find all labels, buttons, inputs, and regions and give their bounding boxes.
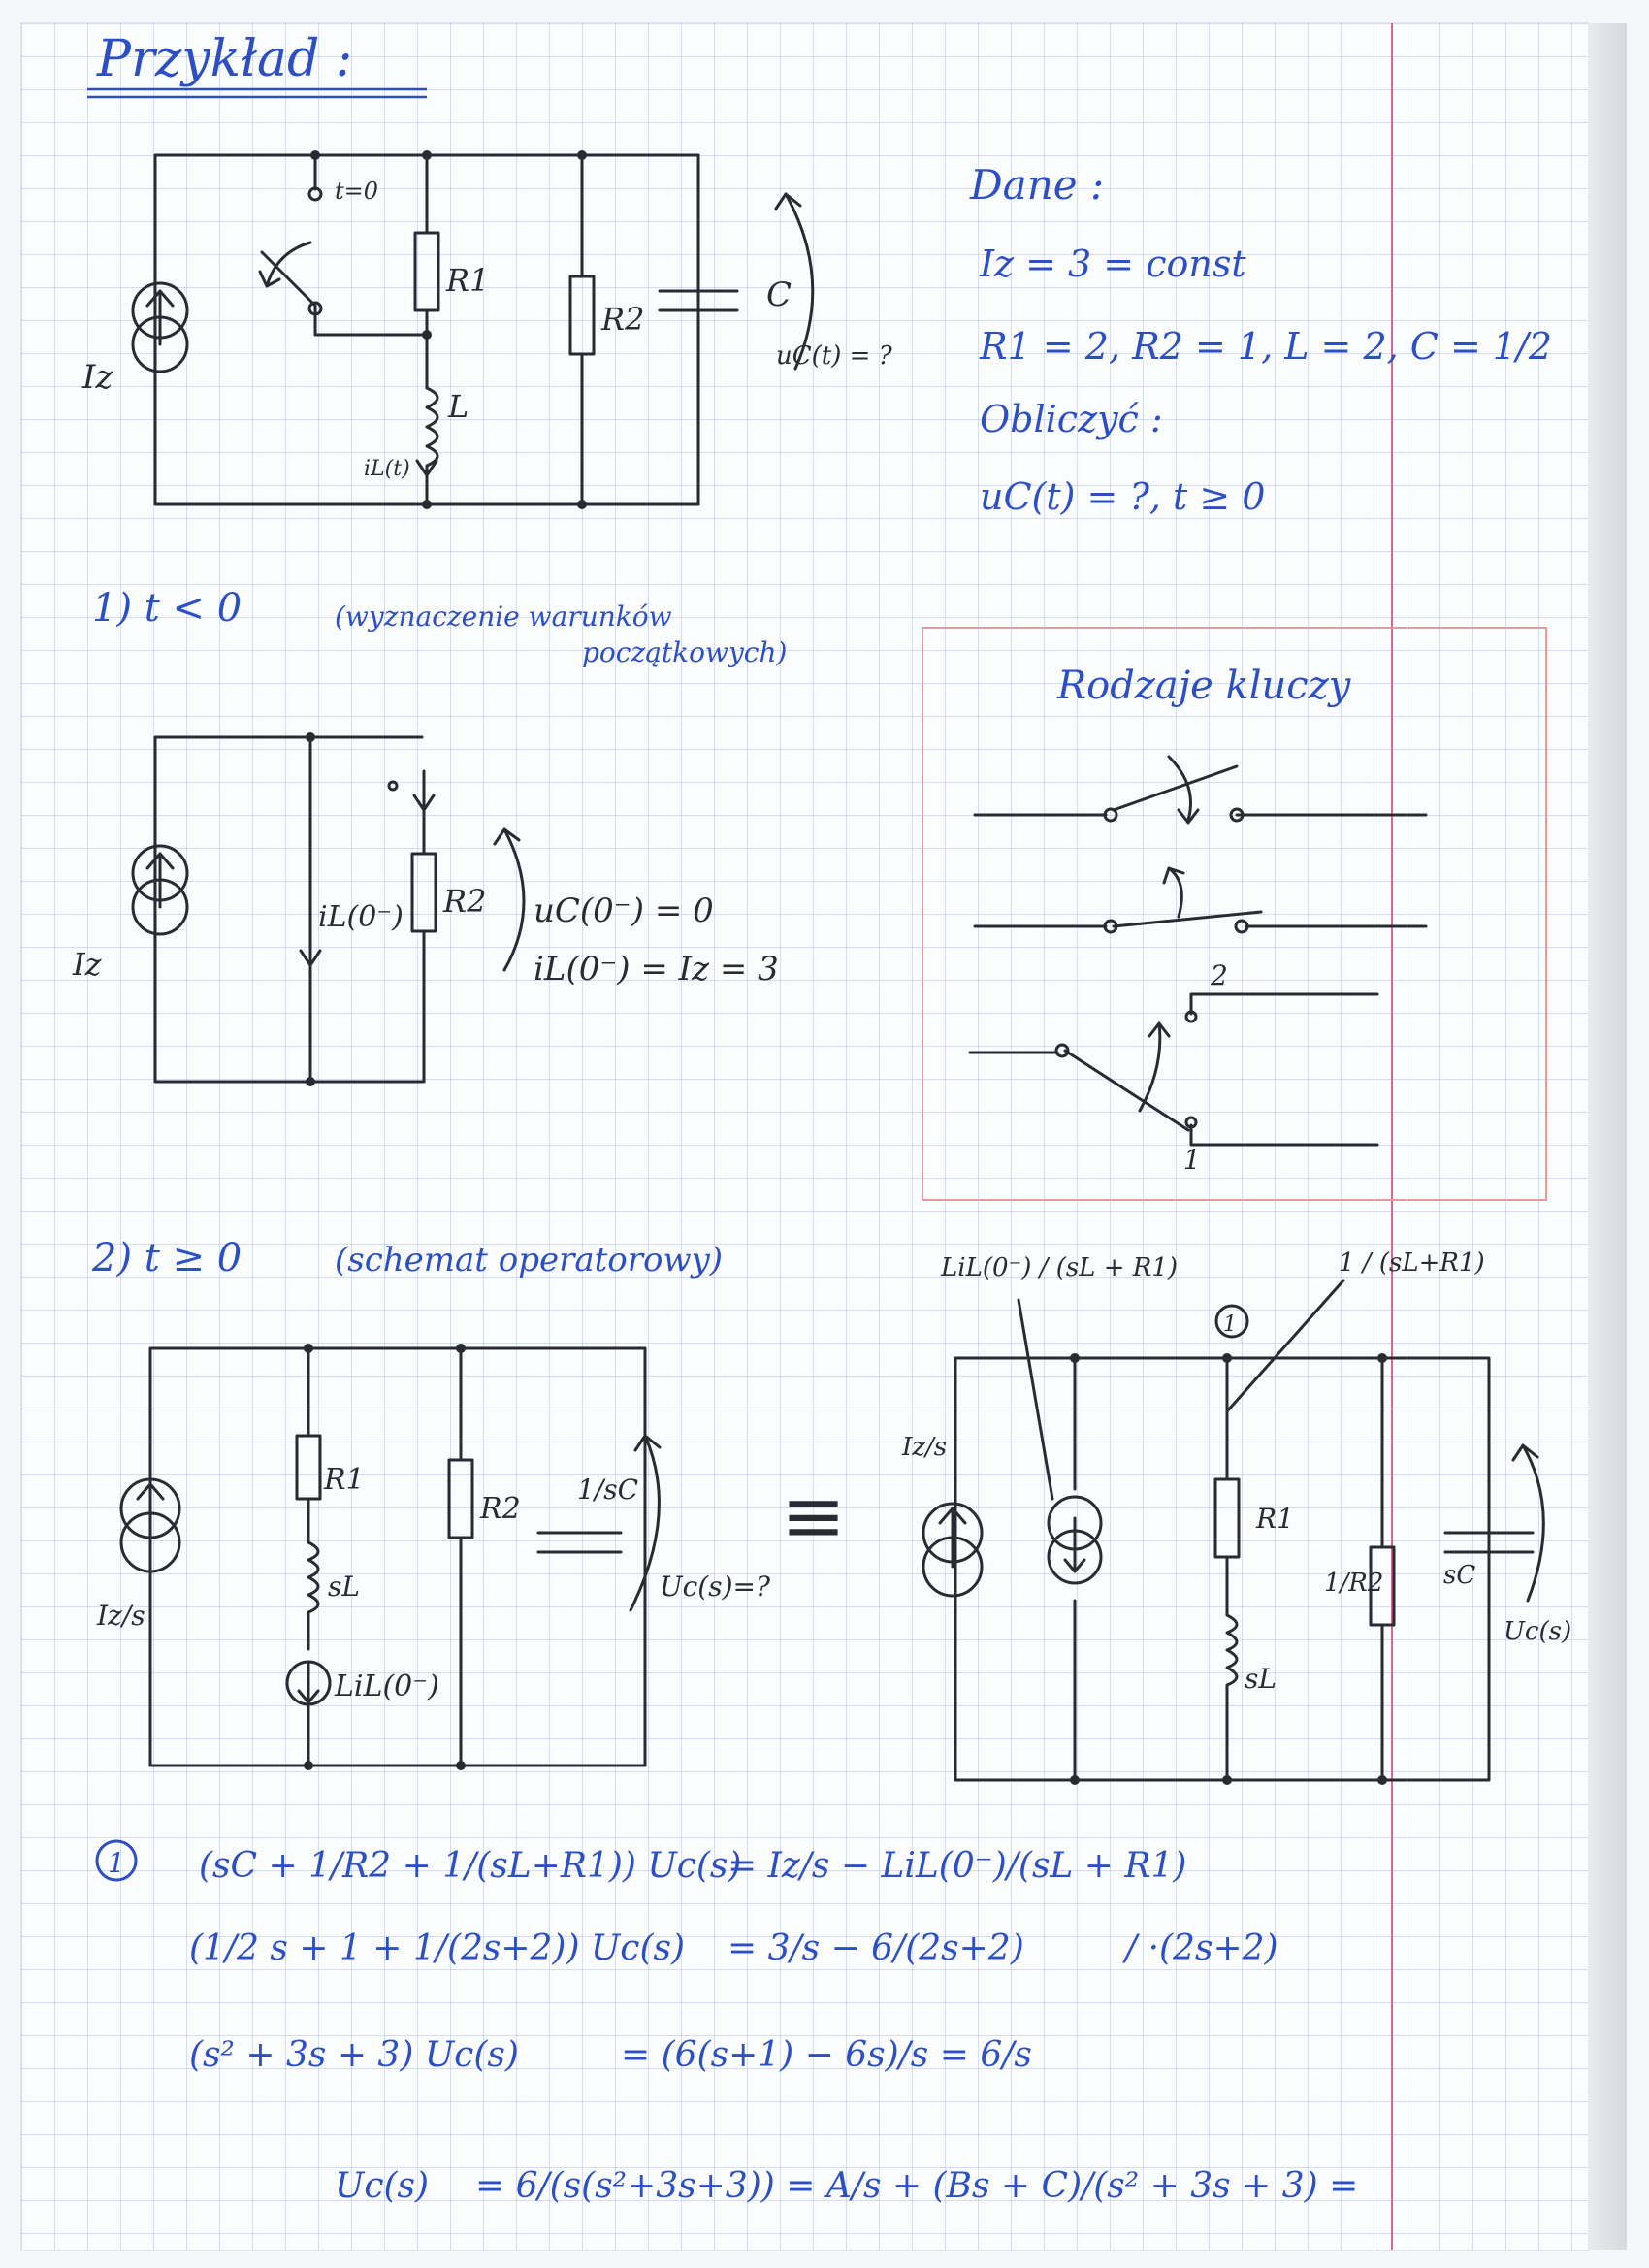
step1-r2: R2 [442,883,486,920]
short-branch [299,735,322,1084]
eq1-left: (sC + 1/R2 + 1/(sL+R1)) Uc(s) [199,1846,741,1886]
eq-node: 1 [108,1847,125,1879]
inductor-label: L [447,388,469,425]
title-underline [87,87,427,99]
voltage-label: uC(t) = ? [776,341,893,371]
circuit-operator: Iz/s R1 sL LiL(0⁻) R2 1/sC Uc(s)=? [96,1344,771,1770]
step1-note-line1: (wyznaczenie warunków [335,600,672,632]
resistor-r1-icon-2 [295,1434,322,1501]
circuit-t-negative: Iz iL(0⁻) R2 uC(0⁻) = 0 iL(0⁻) = Iz = 3 [72,732,779,1086]
resistor-r1-icon-3 [1213,1477,1241,1559]
given-label: Dane : [969,161,1104,209]
eq-cap: sC [1443,1561,1475,1590]
conductance-icon [1369,1545,1396,1627]
eq1-right: = Iz/s − LiL(0⁻)/(sL + R1) [728,1846,1186,1886]
inductor-icon [425,386,439,506]
eq-voltage: Uc(s) [1504,1617,1571,1646]
resistor-r2-icon-3 [447,1458,474,1539]
step1-eq1: uC(0⁻) = 0 [534,891,714,930]
node-1: 1 [1223,1312,1237,1337]
node-marker [95,1839,138,1882]
switch-types-box [922,627,1547,1201]
current-label: iL(t) [364,457,410,481]
step1-eq2: iL(0⁻) = Iz = 3 [534,950,779,988]
eq-r1: R1 [1255,1503,1294,1535]
step2-inductor: sL [328,1571,360,1603]
keys-title: Rodzaje kluczy [1056,664,1352,708]
eq2-right: = 3/s − 6/(2s+2) [728,1928,1024,1968]
eq3-left: (s² + 3s + 3) Uc(s) [189,2035,519,2075]
capacitor-icon-3 [1443,1531,1535,1554]
resistor-r2-icon [568,275,596,356]
step1-note-line2: początkowych) [582,636,787,668]
position-1: 1 [1183,1144,1201,1176]
step2-note: (schemat operatorowy) [335,1241,723,1280]
source-icon-3 [938,1507,967,1569]
circuit-equivalent: Iz/s LiL(0⁻) / (sL + R1) 1 1 / (sL+R1) R… [901,1248,1571,1785]
inductor-icon-3 [1225,1613,1239,1782]
step2-r2: R2 [479,1492,521,1526]
eq-g2: 1/R2 [1324,1569,1383,1598]
step2-heading: 2) t ≥ 0 [91,1236,242,1280]
step2-r1: R1 [323,1463,365,1497]
page-edge [1588,23,1627,2250]
step2-voltage: Uc(s)=? [660,1571,771,1603]
task-text: uC(t) = ?, t ≥ 0 [980,475,1265,518]
circuit-original: Iz t=0 R1 L iL(t) R2 C uC(t) = ? [81,150,893,509]
capacitor-icon [658,289,739,312]
switch-types: Rodzaje kluczy 2 1 [968,664,1428,1176]
eq-inductor: sL [1245,1663,1277,1695]
source-icon-1 [146,852,175,909]
capacitor-label: C [766,275,792,314]
capacitor-icon-2 [536,1531,623,1554]
step1-current: iL(0⁻) [318,900,404,934]
switch-type-3-icon [1189,992,1379,1147]
inductor-icon-2 [307,1540,320,1651]
nodal-equations: 1 (sC + 1/R2 + 1/(sL+R1)) Uc(s) = Iz/s −… [95,1839,1358,2206]
r2-label: R2 [600,301,644,338]
step2-cap: 1/sC [577,1474,638,1506]
step2-vsrc: LiL(0⁻) [334,1669,439,1703]
equivalence-sign: ≡ [781,1471,846,1561]
r1-label: R1 [445,262,489,299]
resistor-r2-icon-2 [410,852,437,933]
source-label: Iz [81,358,113,397]
source-icon-2 [136,1482,165,1544]
eq4-left: Uc(s) [335,2166,429,2206]
given-source: Iz = 3 = const [979,243,1246,285]
eq2-left: (1/2 s + 1 + 1/(2s+2)) Uc(s) [189,1928,685,1968]
eq3-right: = (6(s+1) − 6s)/s = 6/s [621,2035,1032,2075]
switch-label: t=0 [335,178,378,205]
step1-source: Iz [72,946,103,983]
page-title: Przykład : [96,30,352,88]
eq-cond: 1 / (sL+R1) [1339,1248,1485,1278]
given-data: Dane : Iz = 3 = const R1 = 2, R2 = 1, L … [969,161,1552,518]
eq-src2: LiL(0⁻) / (sL + R1) [940,1253,1178,1282]
eq-src: Iz/s [901,1433,947,1462]
eq4-right: = 6/(s(s²+3s+3)) = A/s + (Bs + C)/(s² + … [475,2166,1358,2206]
step1-heading: 1) t < 0 [92,586,242,631]
notebook-page [21,23,1588,2250]
given-values: R1 = 2, R2 = 1, L = 2, C = 1/2 [979,325,1552,368]
switch-type-1-icon [973,764,1428,817]
task-label: Obliczyć : [980,398,1163,440]
switch-type-2-icon [973,910,1428,928]
eq2-mult: / ·(2s+2) [1122,1928,1278,1968]
margin-line [1391,23,1393,2250]
resistor-r1-icon [413,231,440,312]
step2-source: Iz/s [96,1600,146,1632]
position-2: 2 [1210,959,1228,991]
